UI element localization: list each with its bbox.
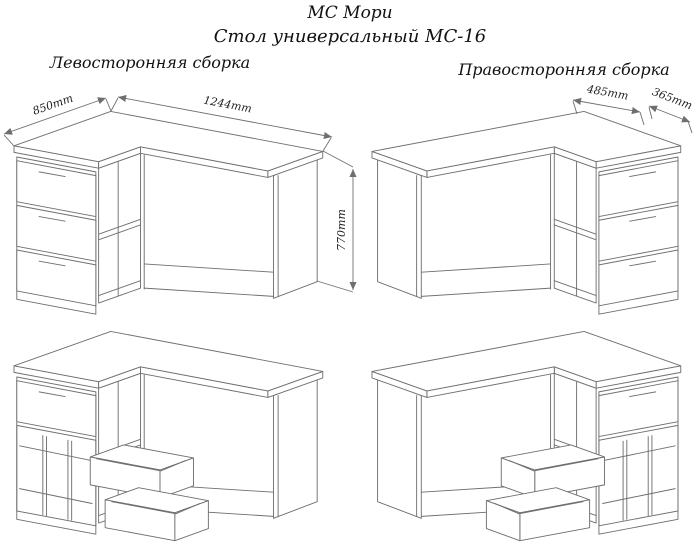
left-assembly-dimension-drawing: 850mm 1244mm 770mm — [3, 92, 357, 322]
brand-title: МС Мори — [307, 3, 393, 23]
extension-line — [322, 150, 354, 168]
extension-line — [110, 97, 119, 112]
left-assembly-open-drawing — [2, 322, 367, 542]
desk-left-closed — [14, 111, 323, 314]
desk-right-closed — [372, 111, 681, 314]
dim-1244-label: 1244mm — [202, 94, 252, 116]
extension-line — [316, 280, 354, 293]
dim-770-label: 770mm — [335, 209, 348, 251]
extension-line — [648, 106, 653, 120]
dim-850-line — [3, 97, 107, 135]
extension-line — [3, 134, 15, 147]
right-assembly-label: Правосторонняя сборка — [458, 60, 670, 79]
right-assembly-open-drawing — [368, 322, 698, 542]
dim-485-label: 485mm — [585, 82, 629, 102]
dimension-365: 365mm — [648, 85, 694, 134]
dimension-770: 770mm — [316, 150, 357, 293]
dim-1244-line — [117, 94, 333, 140]
desk-left-open — [14, 331, 323, 540]
right-assembly-dimension-drawing: 485mm 365mm — [368, 82, 694, 322]
extension-line — [572, 100, 578, 115]
extension-line — [105, 98, 112, 112]
extension-line — [322, 137, 332, 152]
extension-line — [639, 111, 645, 126]
dim-485-line — [572, 97, 641, 115]
extension-line — [687, 120, 693, 134]
dim-365-line — [648, 105, 691, 123]
desk-right-open — [372, 331, 681, 540]
left-assembly-label: Левосторонняя сборка — [49, 53, 251, 72]
dim-850-label: 850mm — [31, 92, 75, 118]
dim-365-label: 365mm — [650, 85, 694, 112]
page-title: Стол универсальный МС-16 — [213, 26, 487, 47]
